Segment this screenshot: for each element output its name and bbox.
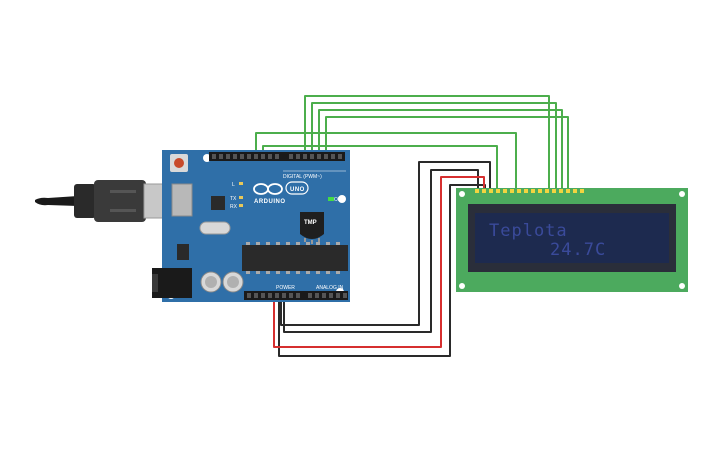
usb-cable[interactable] [35,180,175,222]
tmp-sensor[interactable]: TMP [300,212,324,244]
wire-green-3[interactable] [318,109,563,188]
lcd-screen [475,213,669,263]
wire-green-4[interactable] [325,116,569,188]
regulator [177,244,189,260]
power-jack [152,268,192,298]
mount-hole [679,191,685,197]
chip-pins [246,242,340,274]
sensor-label: TMP [304,220,317,226]
mount-hole [338,195,346,203]
on-led [328,197,334,201]
power-analog-header[interactable] [244,291,348,300]
microcontroller-chip [242,245,348,271]
wire-green-1[interactable] [304,95,550,188]
mount-hole [679,283,685,289]
crystal [199,221,231,235]
digital-header[interactable] [209,152,345,161]
mount-hole [459,283,465,289]
reset-button[interactable] [170,154,188,172]
lcd-module[interactable]: Teplota 24.7C [456,188,688,292]
on-label: ON [334,197,342,203]
wire-red-1[interactable] [273,176,485,348]
digital-label: DIGITAL (PWM~) [283,174,322,180]
arduino-logo: UNO ARDUINO [253,181,309,205]
usb-port [171,183,193,217]
lcd-line-1: Teplota [489,221,568,241]
mount-hole [459,191,465,197]
lcd-pin-header[interactable] [475,189,584,193]
model-label: UNO [290,187,305,193]
rx-label: RX [230,204,238,210]
wire-black-1[interactable] [280,161,491,326]
wire-green-5[interactable] [255,132,517,188]
capacitors [200,271,244,293]
small-chip [211,196,225,210]
arduino-uno-board[interactable]: DIGITAL (PWM~) POWER ANALOG IN UNO ARDUI… [152,150,350,302]
brand-label: ARDUINO [254,199,286,205]
lcd-line-2: 24.7C [550,240,606,260]
tx-label: TX [230,196,237,202]
wire-green-6[interactable] [262,145,498,188]
wire-black-2[interactable] [283,169,479,333]
wire-green-2[interactable] [311,102,557,188]
analog-label: ANALOG IN [316,285,344,291]
l-label: L [232,182,235,188]
power-label: POWER [276,285,295,291]
